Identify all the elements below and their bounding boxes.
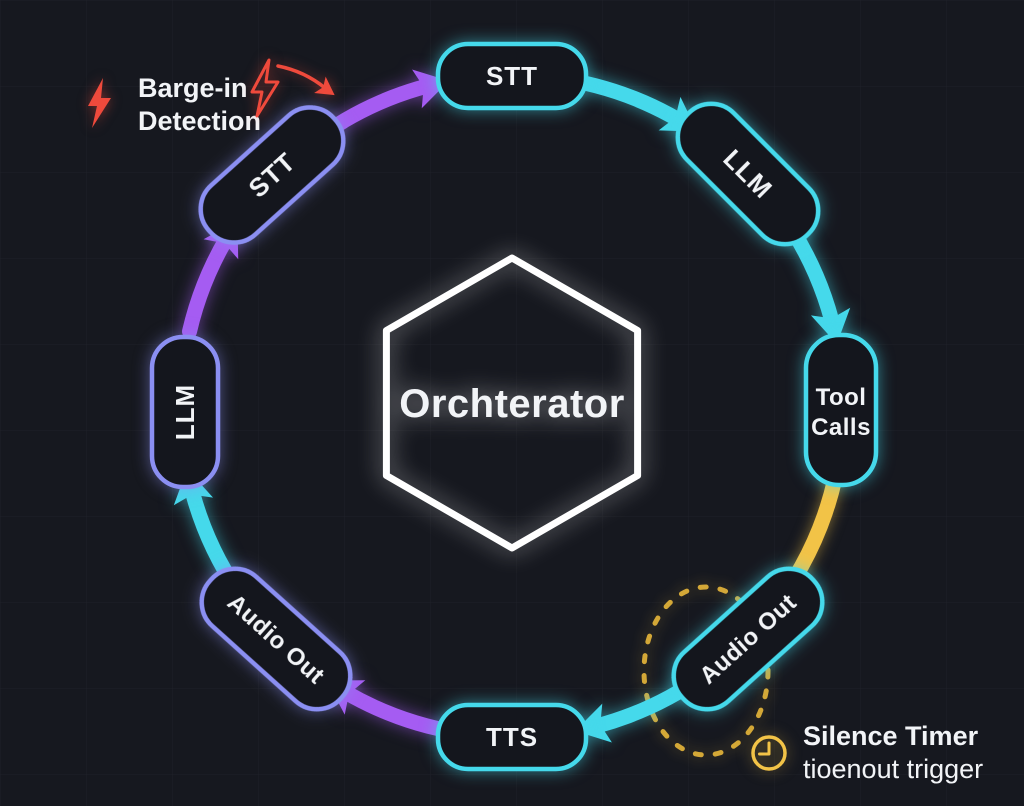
node-label: LLM [170,384,200,440]
node-label-line2: Calls [811,414,871,441]
node-llm-right: LLM [675,101,821,247]
lightning-outline-icon [250,58,280,118]
barge-in-annotation: Barge-in Detection [88,58,335,136]
silence-loop-dashed-circle [641,584,771,758]
barge-in-arrow [276,64,335,96]
node-stt-top: STT [435,41,589,111]
clock-icon [751,735,787,771]
center-label: Orchterator [399,382,625,426]
nodes: STT LLM Tool Calls Audio Out TTS Audio O… [149,41,879,772]
arrowhead [314,76,335,96]
node-label-line1: Tool [816,384,867,411]
node-tts: TTS [435,702,589,772]
silence-timer-label-line2: tioenout trigger [803,754,983,784]
node-llm-left: LLM [149,334,221,490]
lightning-icon [88,78,111,128]
hexagon-outline [382,254,642,552]
barge-in-label-line1: Barge-in [138,73,248,103]
silence-timer-annotation: Silence Timer tioenout trigger [751,721,983,784]
arrowhead [810,307,851,344]
node-label: TTS [486,722,538,752]
node-stt-upper-left: STT [198,105,346,245]
barge-in-label-line2: Detection [138,106,261,136]
node-tool-calls: Tool Calls [803,332,879,488]
silence-timer-label-line1: Silence Timer [803,721,979,751]
orchestrator-hexagon: Orchterator [382,254,642,552]
node-label: STT [486,61,538,91]
